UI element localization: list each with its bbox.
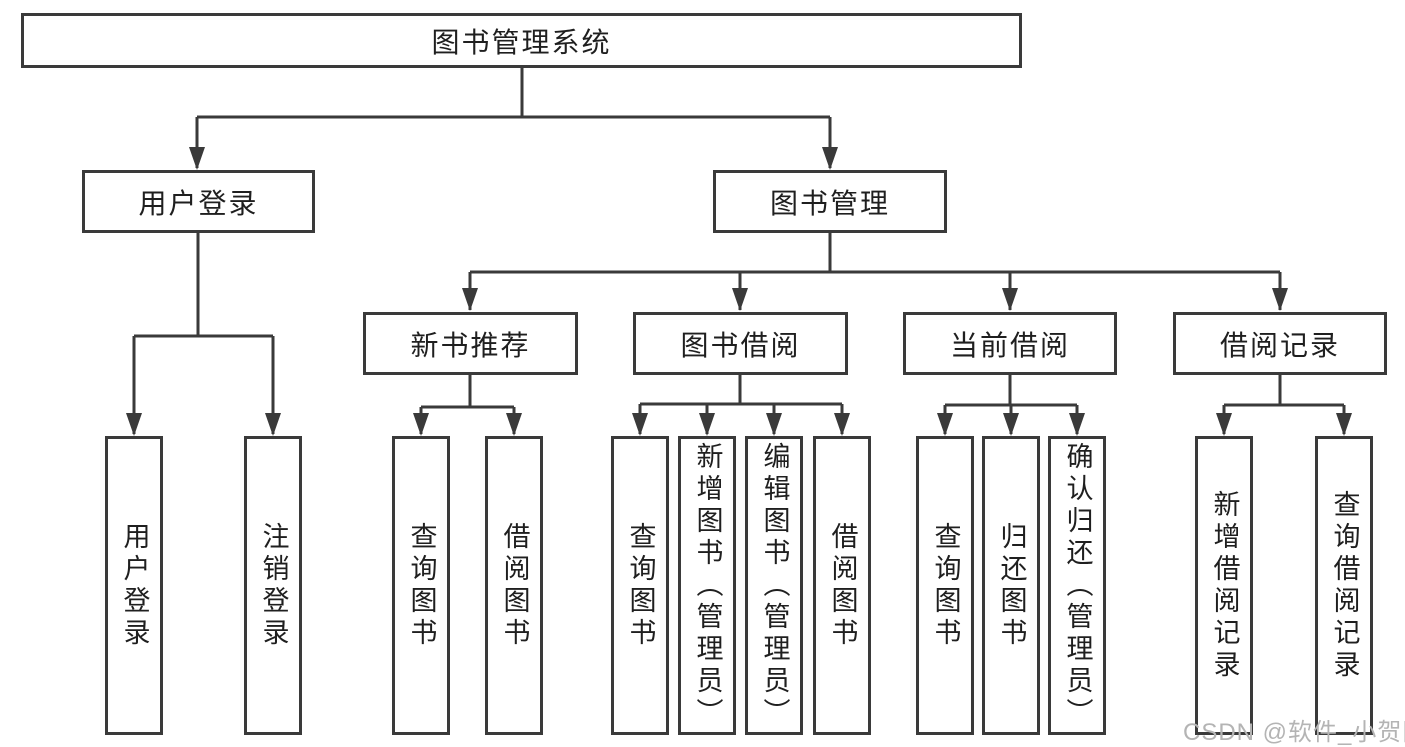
leaf-query-books-1: 查询图书 bbox=[392, 436, 450, 735]
arrowhead bbox=[632, 413, 648, 436]
leaf-add-books-admin: 新增图书（管理员） bbox=[678, 436, 736, 735]
arrowhead bbox=[1272, 288, 1288, 311]
node-book-management: 图书管理 bbox=[713, 170, 947, 233]
arrowhead bbox=[126, 413, 142, 436]
arrowhead bbox=[506, 413, 522, 436]
leaf-query-books-3: 查询图书 bbox=[916, 436, 974, 735]
arrowhead bbox=[732, 288, 748, 311]
arrowhead bbox=[937, 413, 953, 436]
arrowhead bbox=[1216, 413, 1232, 436]
leaf-confirm-return-admin: 确认归还（管理员） bbox=[1048, 436, 1106, 735]
leaf-logout: 注销登录 bbox=[244, 436, 302, 735]
leaf-edit-books-admin: 编辑图书（管理员） bbox=[745, 436, 803, 735]
arrowhead bbox=[822, 147, 838, 170]
leaf-query-books-2: 查询图书 bbox=[611, 436, 669, 735]
leaf-borrow-books-2: 借阅图书 bbox=[813, 436, 871, 735]
csdn-watermark: CSDN @软件_小贺同学 bbox=[1183, 719, 1405, 746]
arrowhead bbox=[1003, 413, 1019, 436]
leaf-borrow-books-1: 借阅图书 bbox=[485, 436, 543, 735]
leaf-query-borrow-record: 查询借阅记录 bbox=[1315, 436, 1373, 735]
leaf-add-borrow-record: 新增借阅记录 bbox=[1195, 436, 1253, 735]
arrowhead bbox=[1002, 288, 1018, 311]
leaf-return-books: 归还图书 bbox=[982, 436, 1040, 735]
arrowhead bbox=[834, 413, 850, 436]
node-root-library-system: 图书管理系统 bbox=[21, 13, 1022, 68]
arrowhead bbox=[413, 413, 429, 436]
leaf-user-login: 用户登录 bbox=[105, 436, 163, 735]
node-new-book-recommend: 新书推荐 bbox=[363, 312, 578, 375]
arrowhead bbox=[462, 288, 478, 311]
arrowhead bbox=[189, 147, 205, 170]
arrowhead bbox=[1069, 413, 1085, 436]
arrowhead bbox=[265, 413, 281, 436]
node-borrow-record: 借阅记录 bbox=[1173, 312, 1387, 375]
arrowhead bbox=[766, 413, 782, 436]
node-user-login: 用户登录 bbox=[82, 170, 315, 233]
node-current-borrow: 当前借阅 bbox=[903, 312, 1117, 375]
arrowhead bbox=[1336, 413, 1352, 436]
arrowhead bbox=[699, 413, 715, 436]
node-book-borrow: 图书借阅 bbox=[633, 312, 848, 375]
